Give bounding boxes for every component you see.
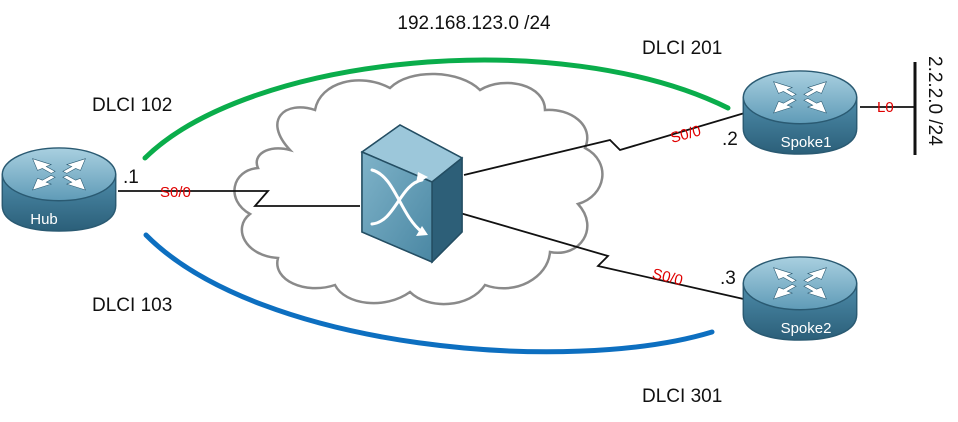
dlci-102-label: DLCI 102: [92, 95, 172, 116]
hub-interface-label: S0/0: [160, 184, 191, 201]
spoke1-serial-link: [463, 111, 749, 176]
loopback-network-label: 2.2.2.0 /24: [924, 56, 945, 146]
hub-serial-link: [118, 190, 360, 207]
hub-name: Hub: [30, 211, 58, 228]
spoke1-loopback-label: L0: [877, 99, 894, 116]
spoke2-serial-link: [459, 212, 749, 301]
dlci-103-label: DLCI 103: [92, 295, 172, 316]
pvc-green-arc: [142, 57, 731, 161]
spoke1-router[interactable]: Spoke1: [742, 70, 858, 155]
frame-relay-switch-icon: [360, 124, 464, 264]
router-icon: [1, 147, 117, 232]
spoke1-ip-label: .2: [722, 129, 738, 150]
pvc-blue-arc: [143, 232, 715, 355]
spoke1-interface-label: S0/0: [669, 122, 703, 146]
spoke1-name: Spoke1: [781, 134, 832, 151]
hub-router[interactable]: Hub: [1, 147, 117, 232]
dlci-201-label: DLCI 201: [642, 38, 722, 59]
dlci-301-label: DLCI 301: [642, 386, 722, 407]
spoke2-router[interactable]: Spoke2: [742, 256, 858, 341]
network-label: 192.168.123.0 /24: [397, 13, 551, 34]
spoke2-ip-label: .3: [720, 268, 736, 289]
hub-ip-label: .1: [123, 167, 139, 188]
spoke2-name: Spoke2: [781, 320, 832, 337]
spoke2-interface-label: S0/0: [650, 265, 684, 289]
